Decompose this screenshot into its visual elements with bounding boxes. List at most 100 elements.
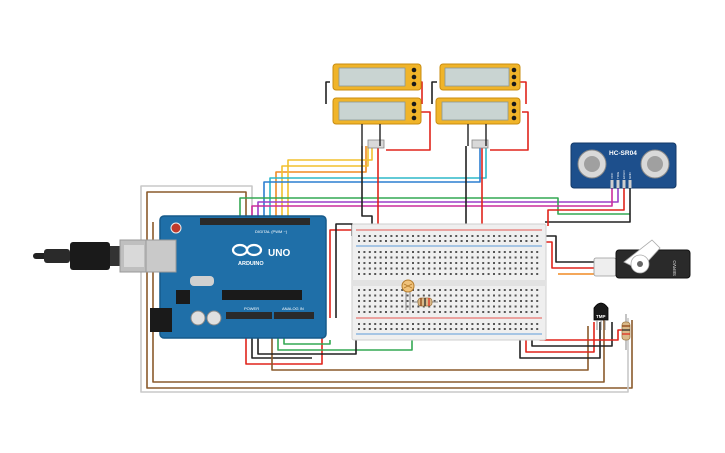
breadboard-hole[interactable] (466, 323, 468, 325)
breadboard-hole[interactable] (406, 235, 409, 237)
breadboard-hole[interactable] (395, 251, 398, 253)
breadboard-hole[interactable] (379, 311, 382, 313)
breadboard-hole[interactable] (358, 300, 360, 302)
breadboard-hole[interactable] (433, 240, 436, 242)
breadboard-hole[interactable] (379, 300, 382, 302)
breadboard-hole[interactable] (449, 273, 452, 275)
breadboard-hole[interactable] (406, 251, 409, 253)
breadboard-hole[interactable] (520, 240, 522, 242)
breadboard-hole[interactable] (455, 273, 458, 275)
breadboard-hole[interactable] (433, 251, 436, 253)
breadboard-hole[interactable] (444, 311, 447, 313)
breadboard-hole[interactable] (444, 323, 447, 325)
breadboard-hole[interactable] (471, 235, 474, 237)
breadboard-hole[interactable] (401, 240, 404, 242)
breadboard-hole[interactable] (401, 300, 404, 302)
breadboard-hole[interactable] (509, 305, 512, 308)
breadboard-hole[interactable] (406, 294, 409, 297)
breadboard-hole[interactable] (525, 267, 528, 270)
breadboard-hole[interactable] (493, 305, 495, 308)
breadboard-hole[interactable] (520, 262, 522, 264)
breadboard-hole[interactable] (455, 289, 458, 291)
breadboard-hole[interactable] (476, 323, 479, 325)
breadboard-hole[interactable] (368, 251, 371, 253)
breadboard-hole[interactable] (428, 311, 431, 313)
breadboard-hole[interactable] (482, 289, 485, 291)
breadboard-hole[interactable] (417, 267, 420, 270)
breadboard-hole[interactable] (368, 300, 371, 302)
breadboard-hole[interactable] (530, 311, 533, 313)
breadboard-hole[interactable] (412, 323, 414, 325)
servo-motor[interactable]: SERVO (593, 239, 691, 279)
breadboard-hole[interactable] (358, 305, 360, 308)
breadboard-hole[interactable] (368, 328, 371, 330)
breadboard-hole[interactable] (401, 289, 404, 291)
breadboard-hole[interactable] (536, 251, 539, 253)
breadboard-hole[interactable] (363, 323, 366, 325)
breadboard-hole[interactable] (455, 240, 458, 242)
breadboard-hole[interactable] (498, 305, 501, 308)
breadboard-hole[interactable] (514, 262, 517, 264)
breadboard-hole[interactable] (520, 256, 522, 259)
breadboard-hole[interactable] (417, 251, 420, 253)
breadboard-hole[interactable] (395, 240, 398, 242)
breadboard-hole[interactable] (487, 235, 490, 237)
breadboard-hole[interactable] (514, 289, 517, 291)
breadboard-hole[interactable] (379, 256, 382, 259)
breadboard-hole[interactable] (368, 256, 371, 259)
breadboard-hole[interactable] (422, 235, 425, 237)
breadboard-hole[interactable] (455, 323, 458, 325)
breadboard-hole[interactable] (406, 273, 409, 275)
breadboard-hole[interactable] (449, 262, 452, 264)
breadboard-hole[interactable] (503, 311, 506, 313)
breadboard-hole[interactable] (514, 300, 517, 302)
breadboard-hole[interactable] (433, 256, 436, 259)
breadboard-hole[interactable] (401, 294, 404, 297)
breadboard-hole[interactable] (358, 251, 360, 253)
breadboard-hole[interactable] (493, 273, 495, 275)
breadboard-hole[interactable] (374, 294, 377, 297)
breadboard-hole[interactable] (460, 262, 463, 264)
breadboard-hole[interactable] (385, 256, 387, 259)
breadboard-hole[interactable] (390, 300, 393, 302)
breadboard-hole[interactable] (503, 251, 506, 253)
breadboard-hole[interactable] (514, 235, 517, 237)
breadboard-hole[interactable] (449, 294, 452, 297)
breadboard-hole[interactable] (412, 305, 414, 308)
breadboard-hole[interactable] (509, 235, 512, 237)
breadboard-hole[interactable] (509, 240, 512, 242)
breadboard-hole[interactable] (514, 267, 517, 270)
breadboard-hole[interactable] (385, 267, 387, 270)
breadboard-hole[interactable] (449, 289, 452, 291)
breadboard-hole[interactable] (476, 235, 479, 237)
breadboard-hole[interactable] (439, 300, 441, 302)
breadboard-hole[interactable] (368, 235, 371, 237)
breadboard-hole[interactable] (460, 294, 463, 297)
breadboard-hole[interactable] (358, 267, 360, 270)
breadboard-hole[interactable] (401, 235, 404, 237)
breadboard-hole[interactable] (471, 267, 474, 270)
breadboard-hole[interactable] (493, 289, 495, 291)
breadboard-hole[interactable] (487, 294, 490, 297)
breadboard-hole[interactable] (385, 294, 387, 297)
breadboard-hole[interactable] (422, 262, 425, 264)
breadboard-hole[interactable] (487, 273, 490, 275)
breadboard-hole[interactable] (460, 240, 463, 242)
breadboard-hole[interactable] (433, 294, 436, 297)
breadboard-hole[interactable] (390, 267, 393, 270)
breadboard-hole[interactable] (444, 289, 447, 291)
breadboard-hole[interactable] (493, 262, 495, 264)
breadboard-hole[interactable] (536, 240, 539, 242)
breadboard-hole[interactable] (498, 289, 501, 291)
breadboard-hole[interactable] (406, 323, 409, 325)
breadboard-hole[interactable] (520, 289, 522, 291)
breadboard-hole[interactable] (455, 300, 458, 302)
breadboard-hole[interactable] (493, 311, 495, 313)
breadboard-hole[interactable] (422, 311, 425, 313)
breadboard-hole[interactable] (433, 323, 436, 325)
lcd-module-top-right[interactable] (439, 63, 521, 91)
breadboard-hole[interactable] (379, 305, 382, 308)
breadboard-hole[interactable] (493, 251, 495, 253)
breadboard-hole[interactable] (460, 235, 463, 237)
breadboard-hole[interactable] (520, 294, 522, 297)
